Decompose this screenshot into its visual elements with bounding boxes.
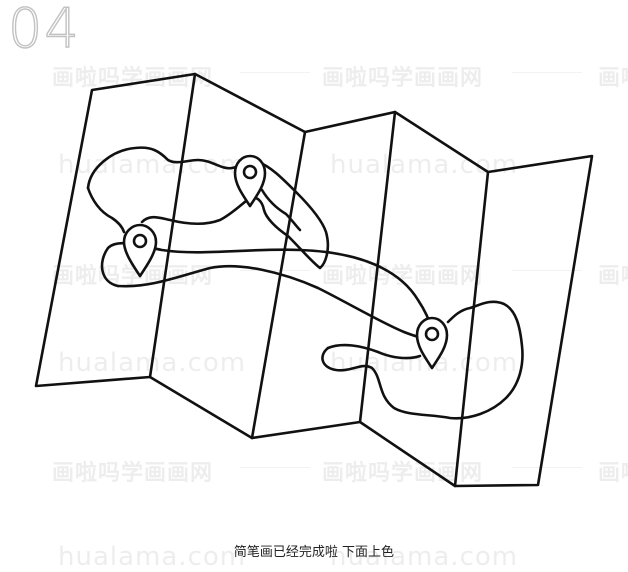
fold-line <box>453 170 490 488</box>
route-path-lower <box>116 264 430 342</box>
location-pin-icon <box>122 223 158 278</box>
island-upper-inner <box>86 186 126 234</box>
watermark-rule <box>240 467 310 468</box>
watermark-rule <box>512 72 582 73</box>
route-path <box>100 241 434 332</box>
watermark-rule <box>512 270 582 271</box>
location-pin-icon <box>415 316 449 370</box>
island-upper-detail <box>260 188 302 232</box>
fold-line <box>250 130 307 440</box>
fold-line <box>148 72 197 379</box>
caption: 简笔画已经完成啦 下面上色 <box>233 545 395 560</box>
island-upper <box>86 146 330 270</box>
location-pin-icon <box>233 154 267 208</box>
watermark-rule <box>240 270 310 271</box>
island-lower <box>321 300 524 420</box>
watermark-rule <box>512 467 582 468</box>
island-lower-shore <box>326 343 422 360</box>
watermark-rule <box>240 72 310 73</box>
step-number: 04 <box>7 1 81 56</box>
map-outline <box>34 72 594 488</box>
step-number-text: 04 <box>7 0 81 60</box>
